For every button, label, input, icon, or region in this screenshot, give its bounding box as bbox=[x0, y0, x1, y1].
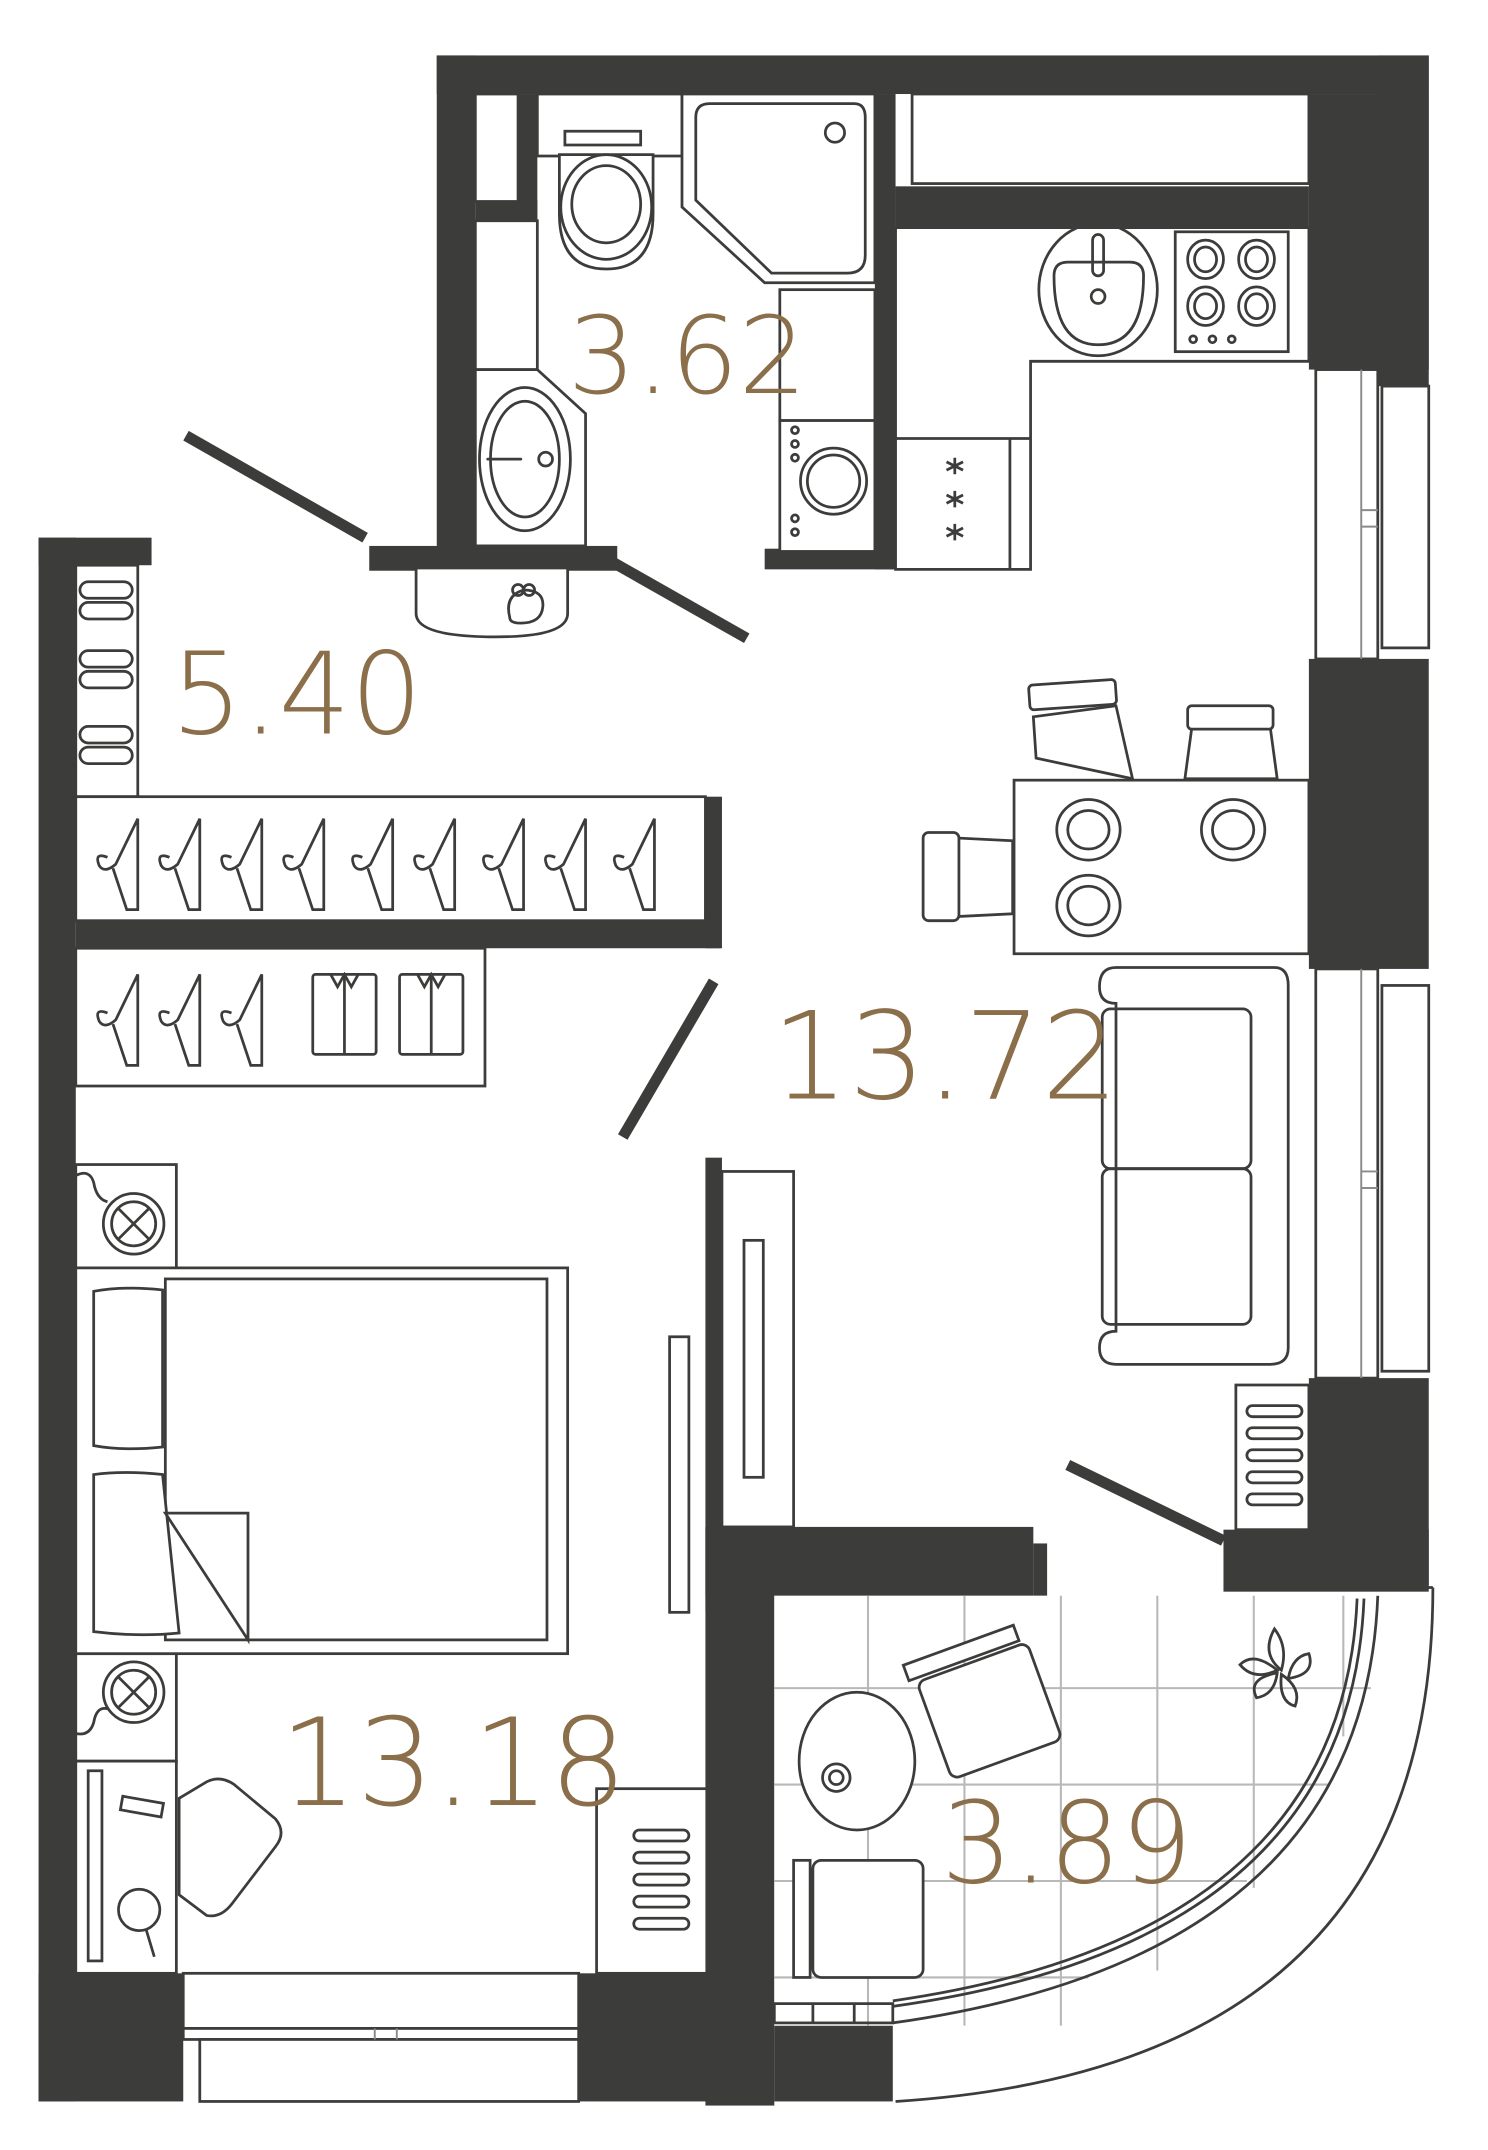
kitchen bbox=[894, 222, 1311, 571]
windows bbox=[181, 92, 1431, 2103]
room-area-bedroom: 13.18 bbox=[280, 1692, 627, 1834]
room-area-balcony: 3.89 bbox=[941, 1777, 1193, 1909]
shirt-icons bbox=[311, 971, 465, 1056]
room-area-living-kitchen: 13.72 bbox=[772, 985, 1119, 1127]
radiator-icon bbox=[1234, 1383, 1311, 1532]
stool-icon bbox=[177, 1777, 283, 1918]
hanger-icons bbox=[96, 818, 656, 1067]
room-area-bathroom: 3.62 bbox=[568, 294, 807, 419]
comb-icon bbox=[118, 1794, 166, 1819]
kitchen-sink-icon bbox=[1037, 222, 1159, 358]
chair-icon bbox=[917, 1643, 1062, 1779]
balcony-door bbox=[1065, 1459, 1226, 1546]
radiator-icon bbox=[595, 1787, 709, 1975]
walls bbox=[38, 55, 1429, 2106]
wardrobe bbox=[74, 795, 707, 1088]
freezer-icon bbox=[945, 457, 964, 541]
plant-icon bbox=[1238, 1626, 1312, 1708]
mirror-icon bbox=[117, 1887, 162, 1932]
sofa-icon bbox=[1098, 966, 1290, 1366]
balcony bbox=[772, 1586, 1435, 2103]
room-area-hallway: 5.40 bbox=[171, 628, 423, 760]
chair-icon bbox=[1031, 704, 1135, 781]
bathroom-door bbox=[610, 557, 750, 644]
lamp-icon bbox=[101, 1660, 166, 1724]
entrance-door bbox=[183, 430, 368, 543]
cooktop-icon bbox=[1173, 230, 1290, 354]
dressing-table bbox=[74, 1759, 178, 1975]
shower-icon bbox=[680, 92, 877, 285]
lamp-icon bbox=[101, 1192, 166, 1256]
bathroom bbox=[414, 92, 877, 639]
tv-icon bbox=[668, 1170, 795, 1614]
dining-table-icon bbox=[1012, 778, 1311, 956]
dining-area bbox=[921, 678, 1311, 956]
chair-icon bbox=[956, 836, 1015, 919]
bedroom bbox=[74, 1163, 570, 1975]
bedroom-door bbox=[617, 978, 719, 1140]
doors bbox=[183, 430, 1226, 1546]
chair-icon bbox=[811, 1858, 925, 1979]
shoe-rack bbox=[74, 563, 140, 799]
chair-icon bbox=[1183, 726, 1279, 781]
round-table-icon bbox=[797, 1690, 917, 1832]
area-labels: 3.62 5.40 13.72 13.18 3.89 bbox=[171, 294, 1193, 1909]
